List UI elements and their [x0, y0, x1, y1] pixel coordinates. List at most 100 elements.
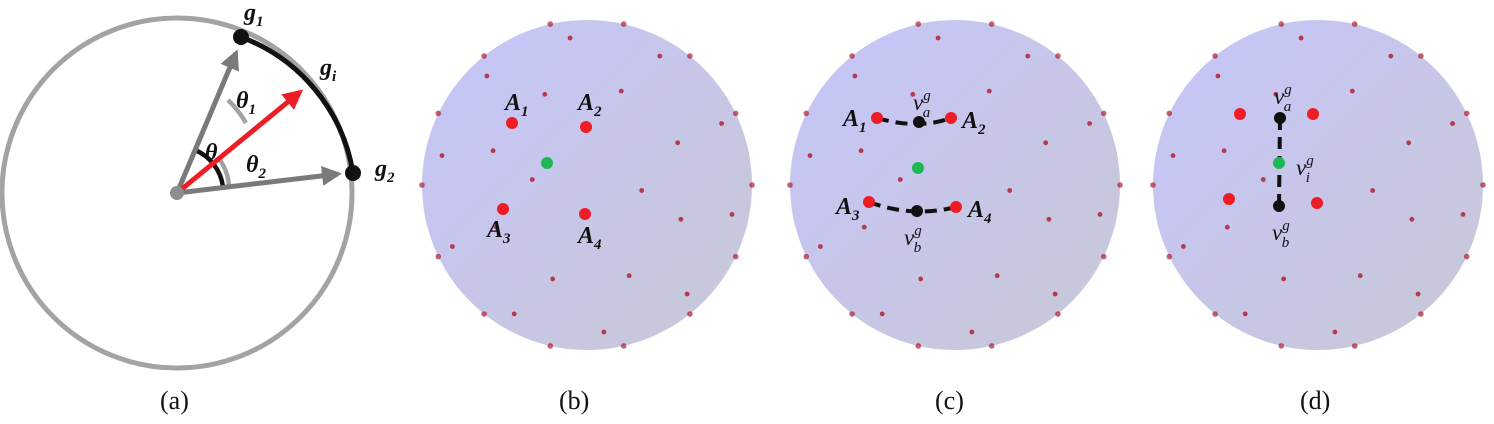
- grid-points-d-dot: [1460, 212, 1466, 217]
- point-vi-d: [1273, 157, 1285, 169]
- origin-point: [170, 186, 184, 200]
- grid-points-c-dot: [849, 311, 855, 317]
- point-va-d: [1274, 112, 1286, 124]
- grid-points-b-dot: [626, 273, 632, 279]
- grid-points-d-dot: [1215, 73, 1221, 79]
- grid-points-b-dot: [684, 291, 690, 297]
- grid-points-b-dot: [719, 121, 724, 126]
- label-g1: g1: [243, 0, 264, 30]
- grid-points-c-dot: [852, 73, 858, 79]
- grid-points-d-dot: [1415, 291, 1421, 297]
- grid-points-d-dot: [1212, 53, 1218, 59]
- sample-A1: [506, 117, 518, 129]
- grid-points-c-dot: [807, 153, 813, 159]
- grid-points-d-dot: [1463, 110, 1470, 117]
- label-A4-c: A4: [966, 197, 992, 227]
- sample-A4-c: [950, 201, 962, 213]
- caption-c: (c): [935, 386, 964, 415]
- grid-points-d-dot: [1221, 148, 1227, 154]
- point-g1: [233, 29, 249, 45]
- grid-points-c-dot: [897, 177, 903, 182]
- point-va-c: [913, 116, 925, 128]
- grid-points-c-dot: [918, 276, 924, 282]
- grid-points-b-dot: [435, 110, 442, 117]
- grid-points-b-dot: [435, 253, 442, 260]
- grid-points-b-dot: [732, 253, 739, 260]
- sample-A2-d: [1307, 108, 1319, 120]
- grid-points-c-dot: [861, 224, 867, 230]
- grid-points-b-dot: [529, 177, 535, 182]
- grid-points-b-dot: [687, 53, 693, 59]
- grid-points-b-dot: [547, 21, 554, 27]
- grid-points-b-dot: [729, 212, 735, 217]
- label-A4-b: A4: [576, 223, 602, 253]
- grid-points-d-dot: [1406, 140, 1412, 146]
- grid-points-c: [787, 21, 1123, 349]
- grid-points-c-dot: [915, 21, 922, 27]
- grid-points-c-dot: [1087, 121, 1092, 126]
- grid-points-c-dot: [803, 110, 810, 117]
- grid-points-c-dot: [915, 343, 922, 349]
- sample-A3: [497, 203, 509, 215]
- grid-points-b-dot: [732, 110, 739, 117]
- label-A2-c: A2: [960, 108, 986, 138]
- grid-points-c-dot: [969, 329, 975, 335]
- grid-points-c-dot: [787, 182, 793, 188]
- sample-A3-c: [863, 196, 875, 208]
- sample-A3-d: [1223, 193, 1235, 205]
- grid-points-c-dot: [849, 53, 855, 59]
- grid-points-d-dot: [1480, 182, 1486, 188]
- grid-points-c-dot: [858, 148, 864, 154]
- grid-points-b-dot: [511, 311, 517, 317]
- grid-points-c-dot: [910, 91, 916, 97]
- grid-points-d-dot: [1463, 253, 1470, 260]
- grid-points-b-dot: [542, 91, 548, 97]
- grid-points-c-dot: [986, 88, 992, 94]
- grid-points-b-dot: [678, 216, 684, 222]
- grid-points-b-dot: [481, 311, 487, 317]
- grid-points-d-dot: [1370, 188, 1376, 193]
- grid-points-d-dot: [1166, 110, 1173, 117]
- center-point-c: [912, 162, 924, 174]
- label-A2-b: A2: [576, 90, 602, 120]
- grid-points-d-dot: [1418, 311, 1424, 317]
- sample-A1-d: [1234, 108, 1246, 120]
- grid-points-d-dot: [1278, 343, 1285, 349]
- panel-a: g1 gi g2 θ θ1 θ2: [0, 0, 395, 371]
- caption-d: (d): [1300, 386, 1331, 415]
- grid-points-c-dot: [935, 35, 941, 41]
- label-gi: gi: [319, 55, 337, 85]
- grid-points-b-dot: [675, 140, 681, 146]
- grid-points-d-dot: [1450, 121, 1455, 126]
- grid-points-c-dot: [1007, 188, 1013, 193]
- theta1-arc: [226, 98, 248, 125]
- label-g2: g2: [374, 156, 395, 186]
- grid-points-b-dot: [439, 153, 445, 159]
- sample-A4: [579, 208, 591, 220]
- grid-points-b-dot: [601, 329, 607, 335]
- grid-points-b-dot: [493, 224, 499, 230]
- label-theta1: θ1: [236, 88, 256, 118]
- grid-points-d-dot: [1150, 182, 1156, 188]
- sample-A1-c: [871, 112, 883, 124]
- grid-points-d-dot: [1242, 311, 1248, 317]
- grid-points-c-dot: [1046, 216, 1052, 222]
- caption-b: (b): [559, 386, 590, 415]
- sample-A2-c: [945, 112, 957, 124]
- grid-points-c-dot: [994, 273, 1000, 279]
- grid-points-b-dot: [620, 21, 627, 27]
- grid-points-d-dot: [1273, 91, 1279, 97]
- sample-A4-d: [1311, 197, 1323, 209]
- grid-points-d-dot: [1409, 216, 1415, 222]
- label-theta2: θ2: [246, 152, 266, 182]
- grid-points-b-dot: [484, 73, 490, 79]
- grid-points-b-dot: [620, 343, 627, 349]
- grid-points-d-dot: [1170, 153, 1176, 159]
- grid-points-d-dot: [1332, 329, 1338, 335]
- grid-points-d-dot: [1357, 273, 1363, 279]
- grid-points-c-dot: [803, 253, 810, 260]
